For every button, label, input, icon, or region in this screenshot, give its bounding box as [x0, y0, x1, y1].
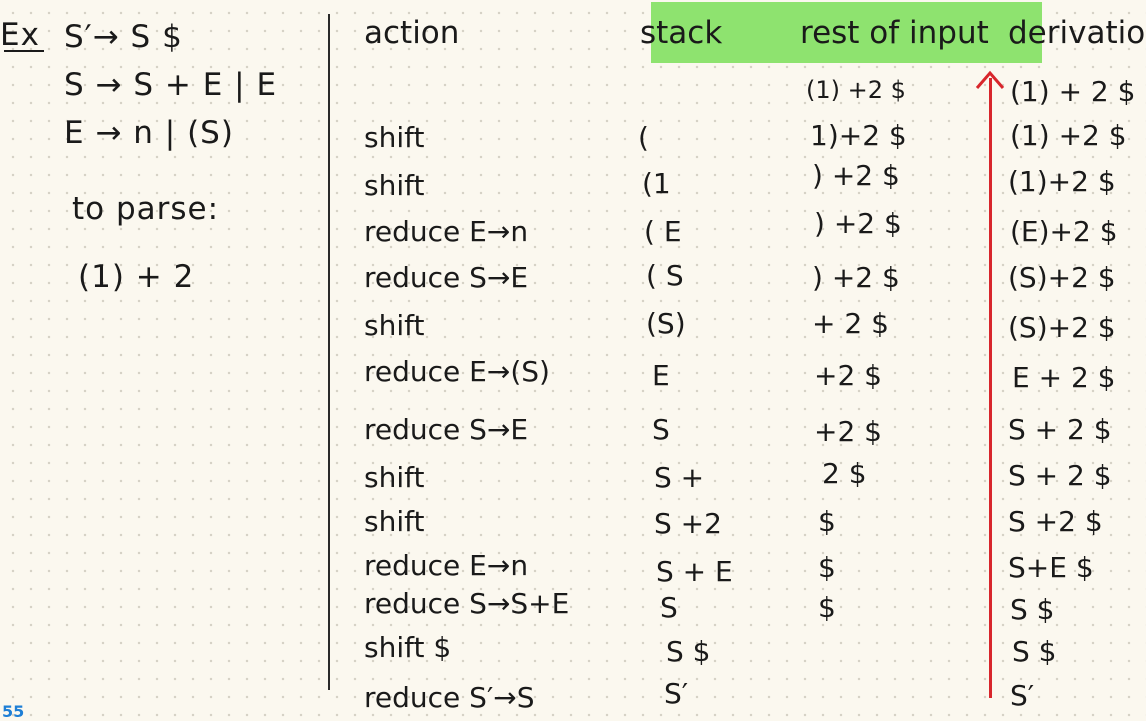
- stack-cell: ( S: [646, 259, 684, 292]
- stack-cell: (S): [646, 307, 686, 340]
- rest-cell: +2 $: [814, 415, 882, 448]
- derivation-cell: S + 2 $: [1008, 413, 1112, 446]
- stack-cell: S +: [654, 461, 705, 494]
- action-cell: reduce S′→S: [364, 681, 535, 714]
- derivation-cell: (1) +2 $: [1010, 119, 1127, 152]
- rest-cell: ) +2 $: [812, 159, 900, 192]
- rest-cell: $: [818, 591, 836, 624]
- header-highlight: [651, 2, 1042, 63]
- grammar-rule-2: S → S + E | E: [64, 67, 278, 103]
- action-cell: shift: [364, 461, 425, 494]
- grammar-rule-3: E → n | (S): [64, 115, 234, 151]
- derivation-cell: (1) + 2 $: [1010, 75, 1136, 108]
- grammar-rule-1: S′→ S $: [64, 19, 183, 55]
- derivation-cell: S + 2 $: [1008, 459, 1112, 492]
- arrow-up-icon: [975, 70, 1005, 89]
- stack-cell: S + E: [656, 555, 733, 588]
- action-cell: shift: [364, 309, 425, 342]
- stack-cell: S′: [664, 677, 689, 710]
- header-derivation: derivation: [1008, 15, 1146, 51]
- stack-cell: E: [652, 359, 670, 392]
- action-cell: shift $: [364, 631, 452, 664]
- derivation-cell: S $: [1010, 593, 1055, 626]
- rest-cell: +2 $: [814, 359, 882, 392]
- action-cell: reduce S→E: [364, 261, 529, 294]
- header-stack: stack: [640, 15, 723, 51]
- action-cell: reduce S→E: [364, 413, 529, 446]
- derivation-arrow-line: [989, 78, 992, 698]
- rest-cell: ) +2 $: [814, 207, 902, 240]
- action-cell: reduce E→n: [364, 549, 529, 582]
- action-cell: reduce E→n: [364, 215, 529, 248]
- action-cell: reduce S→S+E: [364, 587, 570, 620]
- derivation-cell: (1)+2 $: [1008, 165, 1116, 198]
- derivation-cell: S′: [1010, 679, 1035, 712]
- rest-cell: + 2 $: [812, 307, 889, 340]
- stack-cell: (: [638, 121, 649, 154]
- header-rest-of-input: rest of input: [800, 15, 989, 51]
- page-number: 55: [2, 702, 25, 721]
- derivation-cell: (E)+2 $: [1010, 215, 1118, 248]
- vertical-divider: [328, 14, 330, 690]
- derivation-cell: S $: [1012, 635, 1057, 668]
- derivation-cell: S +2 $: [1008, 505, 1103, 538]
- action-cell: shift: [364, 169, 425, 202]
- derivation-cell: (S)+2 $: [1008, 261, 1116, 294]
- rest-cell: ) +2 $: [812, 261, 900, 294]
- derivation-cell: S+E $: [1008, 551, 1094, 584]
- to-parse-label: to parse:: [72, 191, 220, 227]
- derivation-cell: E + 2 $: [1012, 361, 1116, 394]
- rest-cell: $: [818, 505, 836, 538]
- rest-cell: 1)+2 $: [810, 119, 907, 152]
- action-cell: shift: [364, 121, 425, 154]
- ex-label: Ex: [0, 17, 40, 53]
- rest-cell: $: [818, 551, 836, 584]
- rest-cell: (1) +2 $: [806, 76, 906, 104]
- header-action: action: [364, 15, 460, 51]
- derivation-cell: (S)+2 $: [1008, 311, 1116, 344]
- stack-cell: S $: [666, 635, 711, 668]
- stack-cell: ( E: [644, 215, 682, 248]
- stack-cell: S: [652, 413, 670, 446]
- input-expression: (1) + 2: [78, 259, 195, 295]
- stack-cell: S: [660, 591, 678, 624]
- ex-underline: [4, 50, 44, 52]
- rest-cell: 2 $: [822, 457, 867, 490]
- stack-cell: S +2: [654, 507, 722, 540]
- action-cell: reduce E→(S): [364, 355, 550, 388]
- stack-cell: (1: [642, 167, 671, 200]
- action-cell: shift: [364, 505, 425, 538]
